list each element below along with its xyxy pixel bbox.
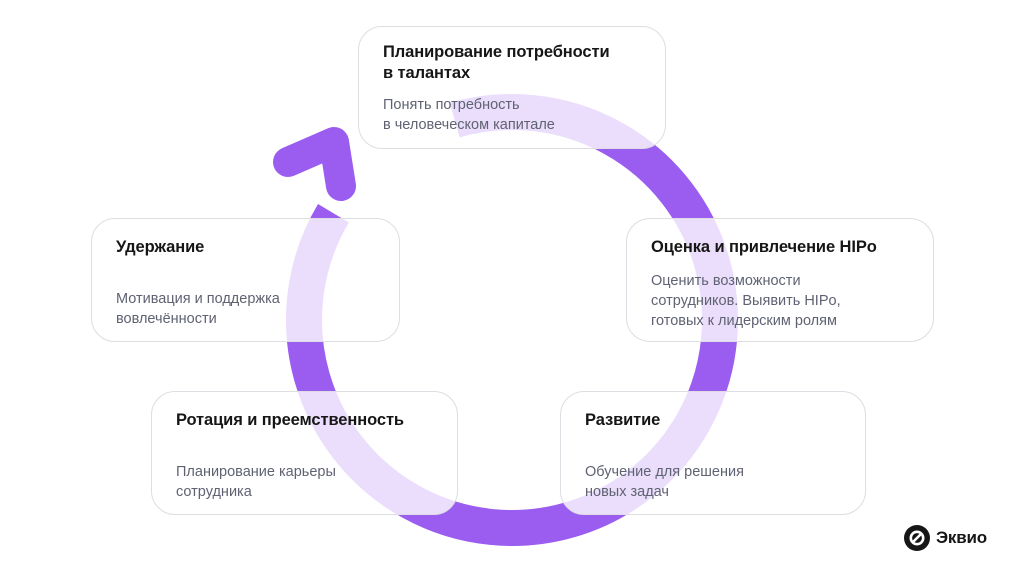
step-card-retention: Удержание Мотивация и поддержка вовлечён… <box>91 218 400 342</box>
step-description: Оценить возможности сотрудников. Выявить… <box>651 273 841 329</box>
step-card-rotation: Ротация и преемственность Планирование к… <box>151 391 458 515</box>
step-description: Планирование карьеры сотрудника <box>176 464 336 500</box>
step-title: Ротация и преемственность <box>176 411 404 429</box>
step-title: Удержание <box>116 238 205 256</box>
step-title: Оценка и привлечение HIPo <box>651 238 877 256</box>
step-title: Планирование потребности в талантах <box>383 43 610 82</box>
step-card-development: Развитие Обучение для решения новых зада… <box>560 391 866 515</box>
step-card-assessment: Оценка и привлечение HIPo Оценить возмож… <box>626 218 934 342</box>
step-title: Развитие <box>585 411 661 429</box>
step-card-planning: Планирование потребности в талантах Поня… <box>358 26 666 149</box>
cycle-arrow-head <box>273 127 356 201</box>
step-description: Обучение для решения новых задач <box>585 464 744 500</box>
step-description: Понять потребность в человеческом капита… <box>383 97 555 133</box>
logo-text: Эквио <box>936 528 987 547</box>
step-description: Мотивация и поддержка вовлечённости <box>116 291 280 327</box>
brand-logo: Эквио <box>904 525 987 551</box>
ekvio-logo-icon <box>904 525 930 551</box>
